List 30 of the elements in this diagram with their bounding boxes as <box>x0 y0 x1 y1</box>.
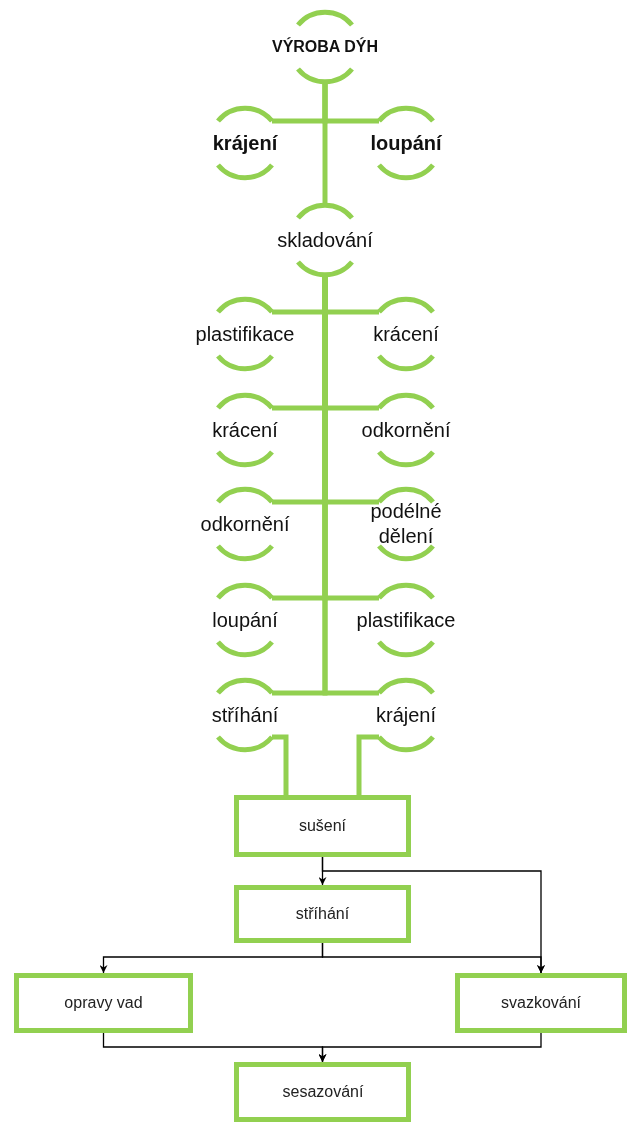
step-label: loupání <box>370 130 442 156</box>
step-label: krájení <box>376 702 436 728</box>
process-box <box>234 795 411 857</box>
arrow <box>321 942 545 974</box>
process-box <box>14 973 193 1033</box>
step-label: krácení <box>212 417 278 443</box>
process-box <box>234 1062 411 1122</box>
step-label: plastifikace <box>195 321 295 347</box>
step-label: odkornění <box>200 511 290 537</box>
step-label: odkornění <box>361 417 451 443</box>
connector-line <box>322 82 328 205</box>
step-label: skladování <box>277 227 373 253</box>
connector-line <box>272 734 289 795</box>
step-label: loupání <box>212 607 278 633</box>
process-box <box>234 885 411 943</box>
step-label: VÝROBA DÝH <box>271 37 379 57</box>
connector-line <box>356 734 379 795</box>
step-label: krájení <box>212 130 278 156</box>
step-label: podélné dělení <box>369 499 443 549</box>
step-label: krácení <box>373 321 439 347</box>
connector-line <box>322 275 379 696</box>
step-label: stříhání <box>295 903 350 924</box>
step-label: sušení <box>298 815 347 836</box>
step-label: stříhání <box>211 702 279 728</box>
step-label: plastifikace <box>356 607 456 633</box>
step-label: svazkování <box>501 992 581 1013</box>
process-box <box>455 973 627 1033</box>
step-label: sesazování <box>282 1081 363 1102</box>
step-label: opravy vad <box>64 992 143 1013</box>
arrow <box>318 1032 542 1063</box>
